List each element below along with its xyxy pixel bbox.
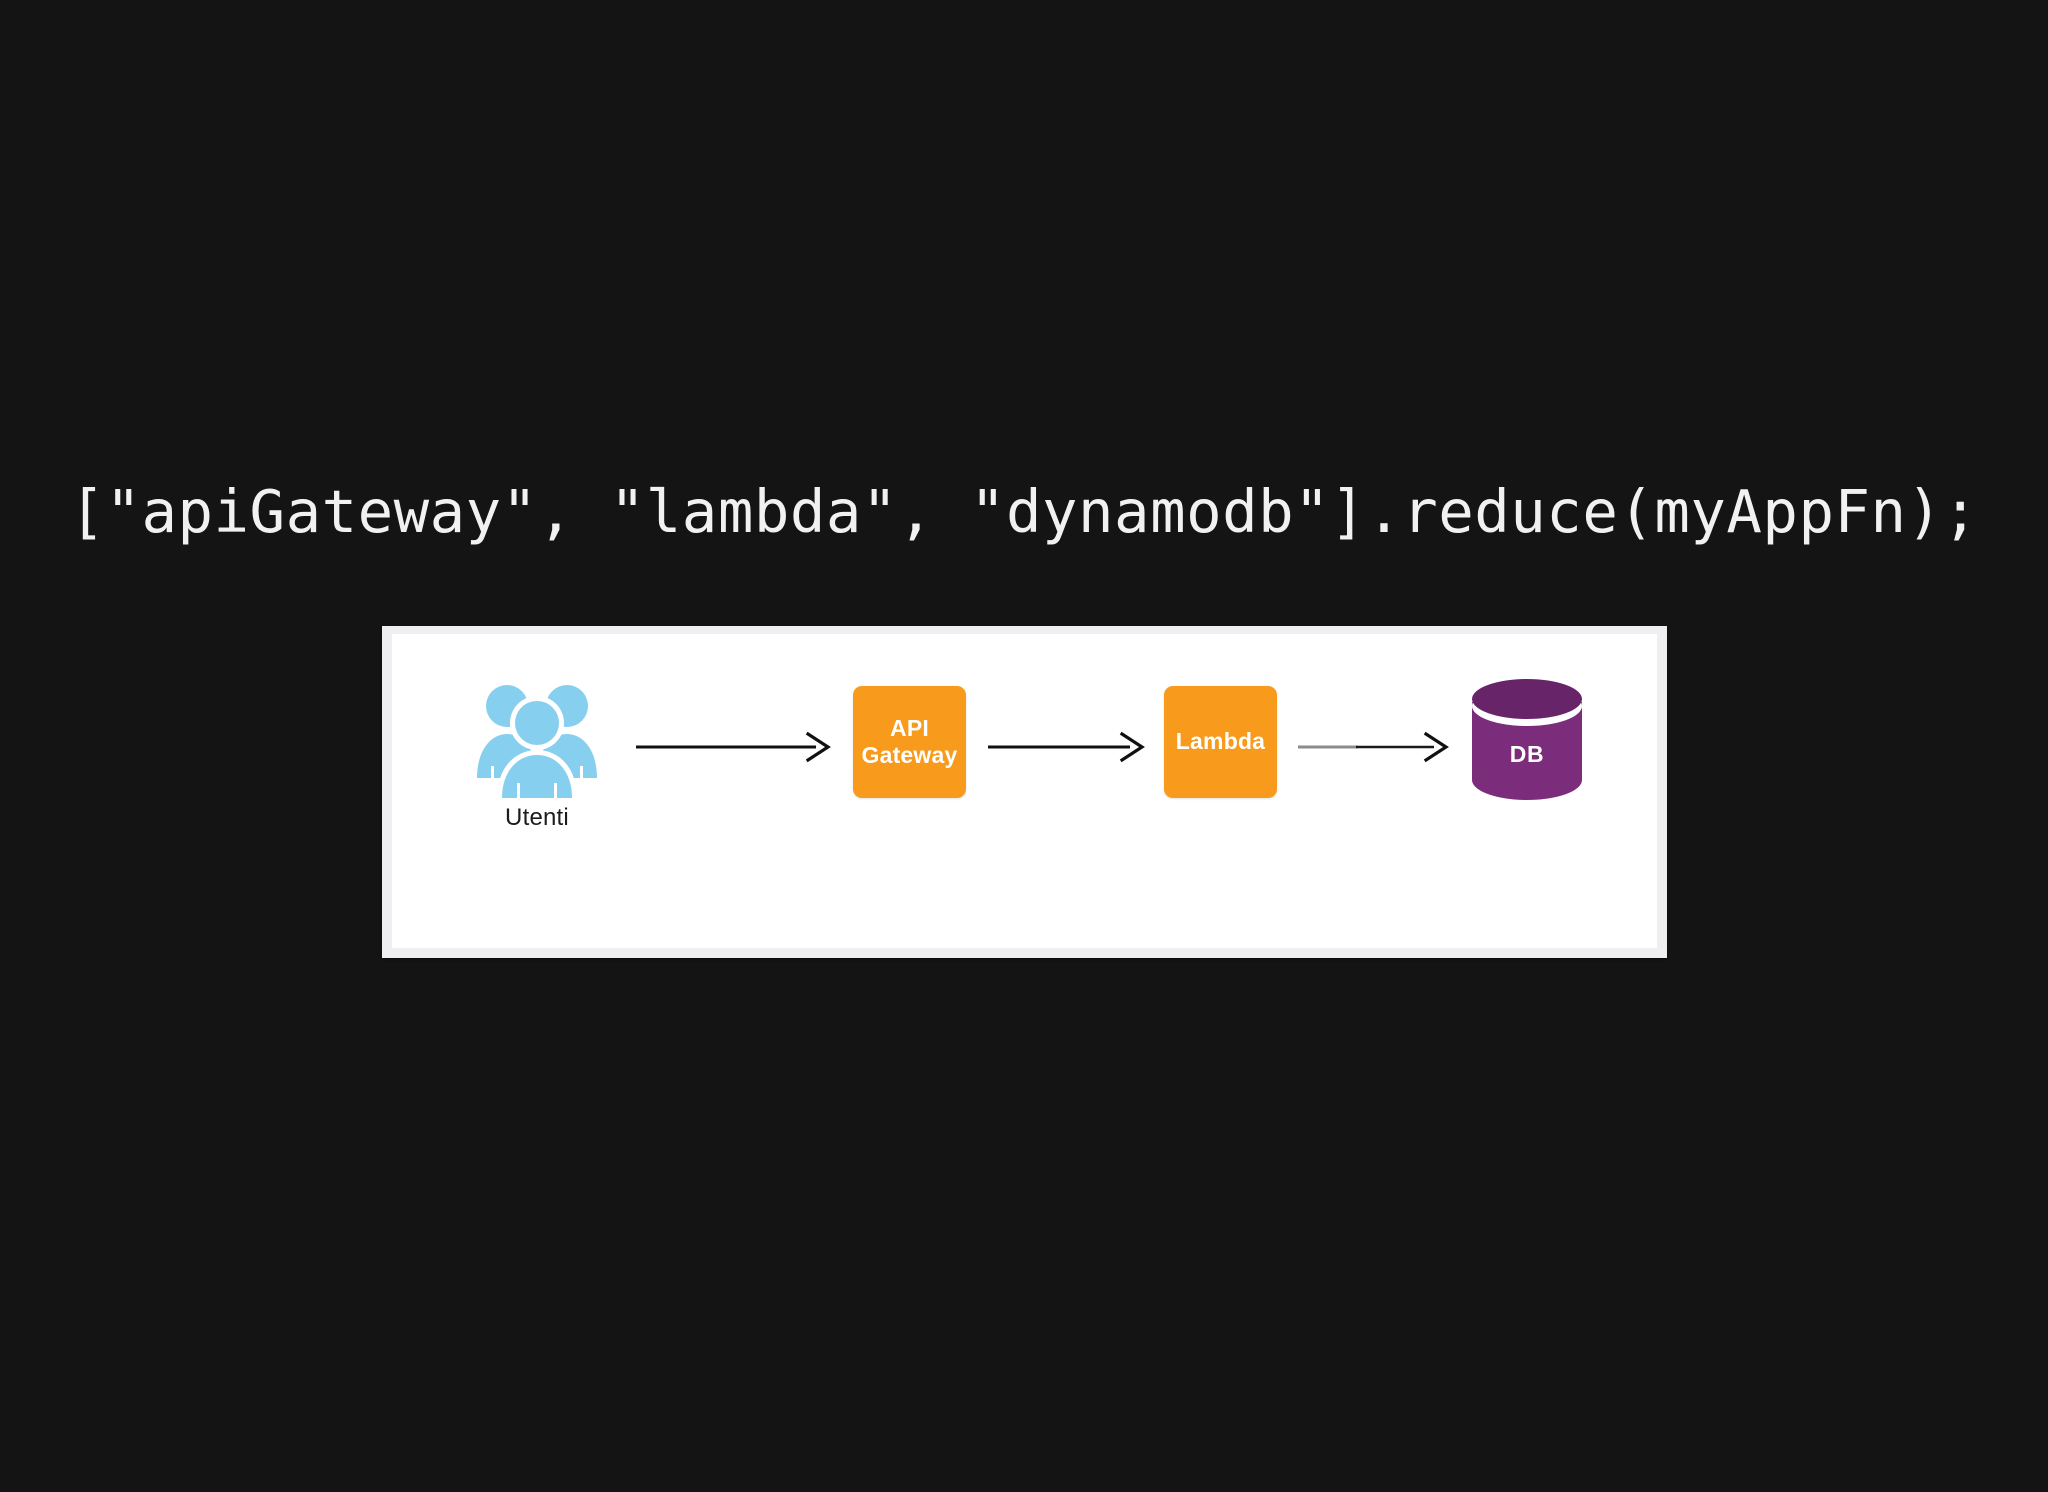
edge-lambda-to-db: [1298, 730, 1450, 764]
lambda-box: Lambda: [1164, 686, 1277, 798]
db-cylinder: DB: [1466, 678, 1588, 804]
users-group-icon: [477, 685, 597, 798]
node-lambda[interactable]: Lambda: [1164, 686, 1277, 798]
node-users-label: Utenti: [505, 804, 569, 831]
db-label: DB: [1509, 741, 1545, 767]
database-cylinder-icon: [1472, 679, 1582, 800]
edge-api-gateway-to-lambda: [988, 730, 1146, 764]
node-database[interactable]: DB: [1466, 678, 1588, 804]
code-headline: ["apiGateway", "lambda", "dynamodb"].red…: [69, 477, 1979, 546]
edge-users-to-api-gateway: [636, 730, 832, 764]
lambda-label: Lambda: [1175, 728, 1266, 755]
node-users[interactable]: Utenti: [457, 680, 617, 880]
